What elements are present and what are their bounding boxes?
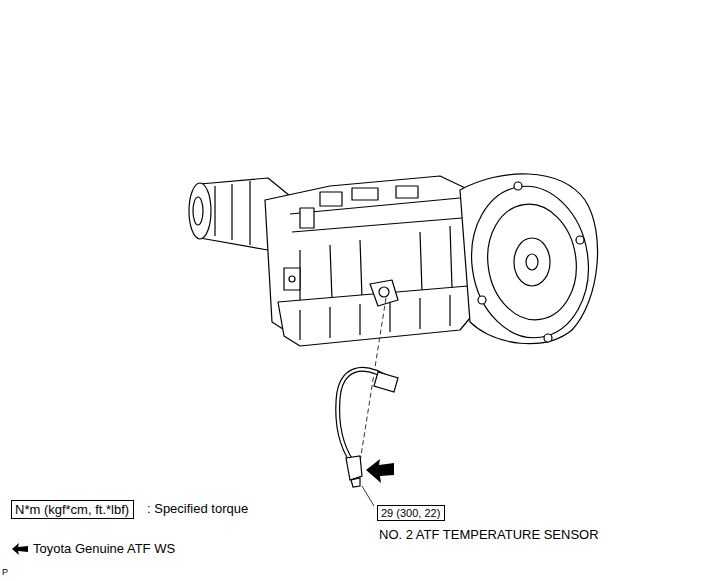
torque-callout-box: 29 (300, 22): [377, 505, 445, 521]
legend-row: Toyota Genuine ATF WS: [12, 541, 175, 556]
part-name: NO. 2 ATF TEMPERATURE SENSOR: [379, 527, 599, 542]
page-mark: P: [2, 567, 8, 577]
legend-description: : Specified torque: [147, 501, 248, 516]
torque-value: 29 (300, 22): [381, 507, 440, 519]
arrow-symbol: [12, 543, 28, 555]
legend-text: Toyota Genuine ATF WS: [33, 541, 175, 556]
torque-unit: N*m (kgf*cm, ft.*lbf): [15, 502, 129, 517]
torque-unit-box: N*m (kgf*cm, ft.*lbf): [11, 500, 134, 519]
